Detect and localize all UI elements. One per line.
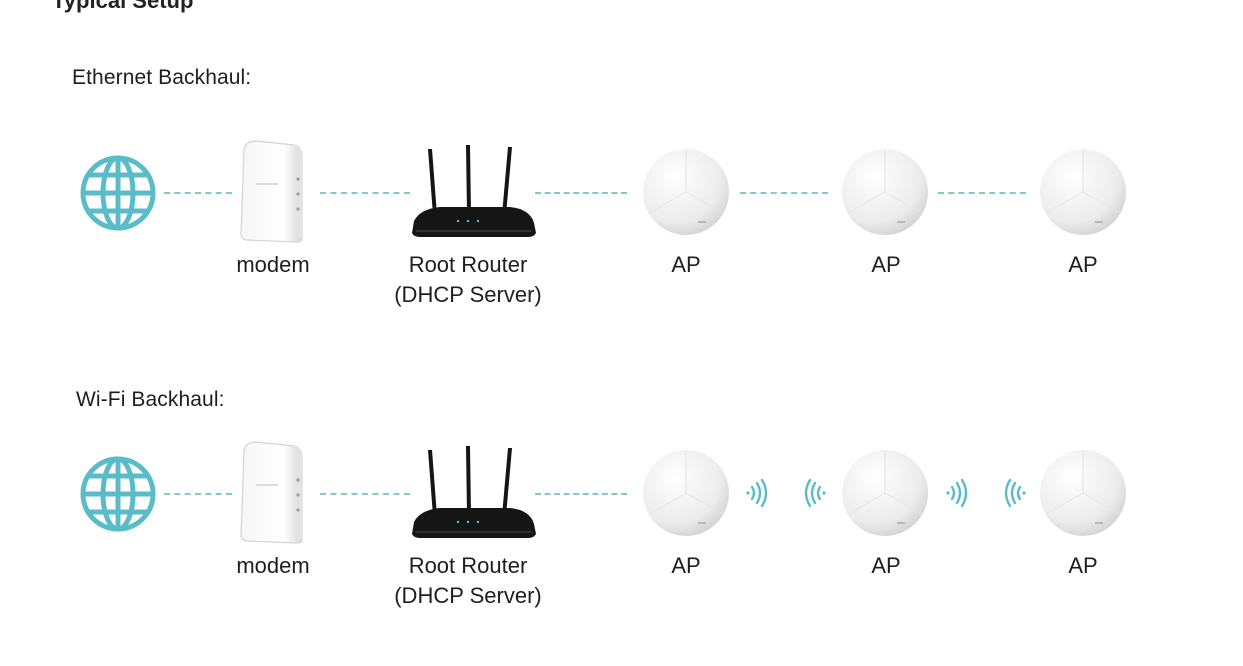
access-point-icon (842, 450, 928, 536)
modem-label: modem (236, 553, 310, 578)
modem-icon (240, 441, 303, 544)
root-router-label-line2: (DHCP Server) (394, 282, 542, 307)
root-router-label-line2: (DHCP Server) (394, 583, 542, 608)
access-point-icon (643, 450, 729, 536)
root-router-label-line1: Root Router (408, 252, 528, 277)
wifi-signal-icon (1000, 478, 1030, 508)
router-icon (412, 446, 536, 538)
modem-label: modem (236, 252, 310, 277)
wifi-signal-icon (742, 478, 772, 508)
root-router-label: Root Router (DHCP Server) (378, 551, 558, 611)
wifi-signal-icon (942, 478, 972, 508)
access-point-icon (842, 149, 928, 235)
root-router-label: Root Router (DHCP Server) (378, 250, 558, 310)
connection-line (164, 493, 232, 495)
ap-label: AP (671, 553, 701, 578)
globe-icon (80, 155, 156, 231)
wifi-signal-icon (800, 478, 830, 508)
page-title: Typical Setup (52, 0, 194, 13)
modem-icon (240, 140, 303, 243)
connection-line (320, 192, 410, 194)
connection-line (164, 192, 232, 194)
connection-line (320, 493, 410, 495)
ap-label: AP (871, 252, 901, 277)
ap-label: AP (871, 553, 901, 578)
ap-label: AP (1068, 252, 1098, 277)
router-icon (412, 145, 536, 237)
wifi-backhaul-diagram: modem Root Router (DHCP Server) AP AP AP (0, 436, 1243, 656)
connection-line (535, 192, 627, 194)
root-router-label-line1: Root Router (408, 553, 528, 578)
connection-line (535, 493, 627, 495)
connection-line (938, 192, 1026, 194)
access-point-icon (643, 149, 729, 235)
globe-icon (80, 456, 156, 532)
ap-label: AP (1068, 553, 1098, 578)
access-point-icon (1040, 149, 1126, 235)
ethernet-backhaul-title: Ethernet Backhaul: (72, 66, 252, 89)
access-point-icon (1040, 450, 1126, 536)
ethernet-backhaul-diagram: modem Root Router (DHCP Server) AP AP AP (0, 135, 1243, 355)
wifi-backhaul-title: Wi-Fi Backhaul: (76, 388, 225, 411)
connection-line (740, 192, 828, 194)
ap-label: AP (671, 252, 701, 277)
